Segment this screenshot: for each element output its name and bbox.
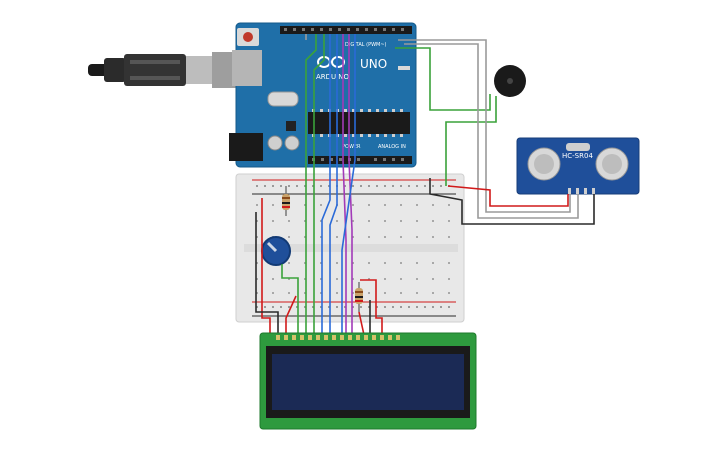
signal-wires (305, 34, 356, 335)
wire-blue-3 (341, 34, 356, 335)
microcontroller-chip (308, 112, 410, 134)
potentiometer[interactable] (261, 236, 291, 266)
resistor-2 (355, 282, 363, 312)
wire-red-rail-left (261, 198, 271, 335)
wire-gray-sensor-1 (404, 43, 579, 219)
power-jack (229, 133, 263, 161)
wire-green-1 (305, 34, 317, 335)
resistor-1 (282, 186, 290, 216)
wire-blue-1 (321, 34, 331, 335)
digital-pins-label: DIGITAL (PWM~) (345, 42, 387, 48)
wire-red-sensor (447, 185, 569, 207)
wire-green-buzzer (395, 47, 491, 111)
analog-label: ANALOG IN (378, 144, 406, 150)
lcd-header-pins (276, 335, 400, 340)
wire-black-sensor (429, 178, 595, 225)
wire-purple-1 (342, 34, 347, 335)
wire-black-rail-left (255, 212, 279, 335)
wire-red-res (358, 311, 365, 336)
digital-header (280, 26, 412, 34)
ultrasonic-sensor[interactable]: HC-SR04 (516, 137, 640, 195)
sensor-label: HC-SR04 (562, 152, 593, 160)
arduino-model-label: UNO (360, 57, 387, 71)
arduino-brand-label: ARDUINO (316, 73, 349, 81)
breadboard[interactable] (235, 173, 465, 323)
lcd-display[interactable] (259, 332, 477, 430)
wire-blue-2 (329, 34, 338, 335)
arduino-board[interactable]: ARDUINO UNO DIGITAL (PWM~) POWER ANALOG … (229, 22, 417, 168)
power-label: POWER (342, 144, 361, 150)
power-wires (255, 198, 383, 336)
wire-green-pot (281, 264, 299, 335)
usb-port (232, 50, 262, 86)
lcd-screen (272, 354, 464, 410)
buzzer[interactable] (494, 65, 526, 97)
wire-red-lcd (285, 295, 297, 335)
wire-green-2 (313, 34, 325, 335)
wire-green-breadboard (445, 96, 497, 186)
wire-red-right (360, 279, 383, 335)
peripheral-wires (395, 39, 595, 225)
usb-cable (88, 52, 242, 88)
wire-gray-sensor-2 (398, 39, 571, 213)
